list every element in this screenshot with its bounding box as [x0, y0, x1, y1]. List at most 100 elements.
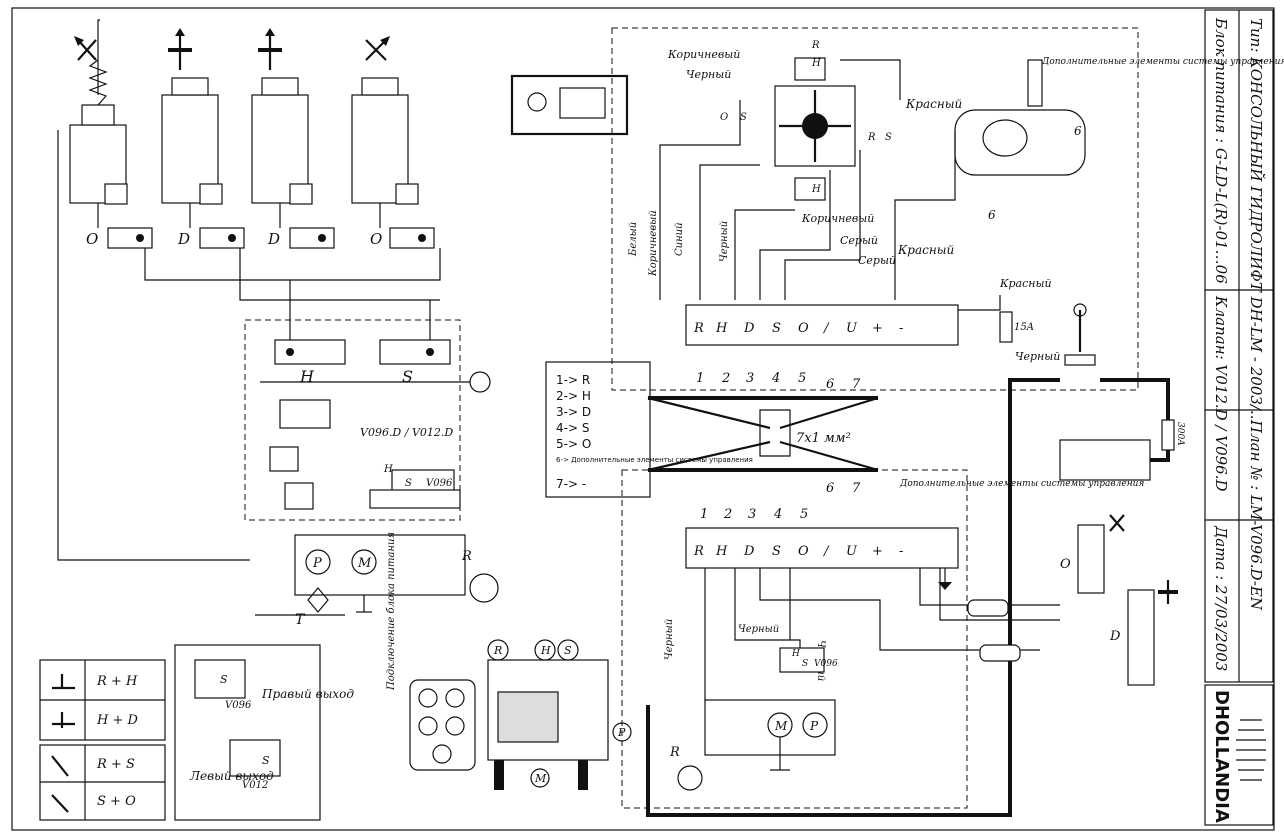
cyl-o: O — [1060, 557, 1071, 572]
label-6-mid: 6 — [988, 208, 996, 222]
valve-code: V096.D / V012.D — [360, 426, 453, 439]
map-3: 3-> D — [556, 405, 591, 419]
wire-blue: Синий — [674, 222, 685, 256]
hs-control-block: H S V096.D / V012.D — [244, 319, 491, 521]
date-label: Дата : 27/03/2003 — [1212, 525, 1230, 671]
wire-brown-2: Коричневый — [801, 212, 874, 225]
tilt-up-icon — [51, 794, 69, 813]
label-m: M — [357, 556, 372, 571]
num-top-2: 2 — [721, 371, 730, 386]
num-bot-4: 4 — [773, 507, 782, 522]
contact-s-right: S — [885, 132, 892, 143]
term-top-6: U — [846, 321, 858, 336]
label-s-3: S — [220, 673, 228, 686]
map-1: 1-> R — [556, 373, 590, 387]
wire-grey-2: Серый — [858, 254, 896, 267]
num-top-4: 4 — [771, 371, 780, 386]
lower-label-m: M — [774, 719, 788, 733]
term-top-5: / — [822, 321, 830, 336]
contact-h-bottom: H — [811, 184, 821, 195]
lower-s: S — [802, 659, 808, 669]
num-top-7: 7 — [852, 377, 861, 392]
label-p: P — [312, 556, 322, 571]
valve-outputs-box: S V096 Правый выход S V012 Левый выход — [174, 644, 354, 821]
lower-h: H — [791, 649, 800, 659]
term-top-8: - — [899, 321, 903, 336]
hydraulic-cylinders — [69, 59, 409, 204]
down-arrow-icon — [52, 712, 75, 728]
map-6: 6-> Дополнительные элементы системы упра… — [556, 456, 753, 464]
cable-numbers-top: 1 2 3 4 5 6 7 — [696, 371, 861, 392]
wire-black-2: Черный — [1015, 350, 1060, 363]
valve-letter-3: D — [267, 230, 280, 248]
type-label: Тип: КОНСОЛЬНЫЙ ГИДРОЛИФТ DH-LM - 2003/.… — [1247, 18, 1266, 424]
wire-white: Белый — [628, 222, 639, 257]
wire-red-2: Красный — [897, 243, 954, 257]
lower-v096: V096 — [814, 659, 838, 669]
main-cable: 7x1 мм² — [647, 396, 879, 472]
map-5: 5-> O — [556, 437, 591, 451]
term-bot-3: S — [772, 544, 781, 559]
label-s-2: S — [405, 478, 412, 489]
map-7: 7-> - — [556, 477, 586, 491]
fuse-300a: 300A — [1175, 422, 1185, 446]
term-bot-2: D — [743, 544, 755, 559]
v096-valve-drawing: V096 H S — [369, 464, 461, 509]
wire-black-3: Черный — [738, 624, 779, 635]
contact-o: O — [720, 112, 728, 123]
tilt-down-icon — [51, 755, 69, 777]
remote-control-top: Дополнительные элементы системы управлен… — [954, 57, 1284, 222]
term-bot-4: O — [798, 544, 809, 559]
bottom-right-cylinders: O D — [967, 514, 1178, 686]
terminal-strip-bottom: R H D S O / U + - — [685, 527, 959, 590]
wire-brown-1: Коричневый — [667, 48, 740, 61]
label-s-4: S — [262, 754, 270, 767]
term-top-7: + — [872, 321, 883, 336]
mapping-legend: 1-> R 2-> H 3-> D 4-> S 5-> O 6-> Дополн… — [545, 361, 753, 498]
directional-valves: O D D O — [86, 227, 435, 249]
contact-s-left: S — [740, 112, 747, 123]
connector-icon — [469, 573, 499, 603]
wire-black-1: Черный — [686, 68, 731, 81]
joystick-switch — [774, 85, 856, 167]
label-h: H — [299, 367, 315, 386]
battery-circuit: 15A 300A — [646, 303, 1185, 817]
label-t: T — [295, 612, 306, 628]
pu-label-r: R — [493, 644, 502, 657]
term-bot-6: U — [846, 544, 858, 559]
wiring-bottom — [704, 568, 1060, 700]
up-arrow-icon — [52, 674, 75, 690]
wire-black-v: Черный — [719, 221, 730, 262]
contact-h-top: H — [811, 58, 821, 69]
fuse-15a: 15A — [1014, 322, 1034, 333]
wire-red-1: Красный — [905, 97, 962, 111]
check-valves — [104, 183, 419, 205]
term-top-4: O — [798, 321, 809, 336]
map-2: 2-> H — [556, 389, 591, 403]
contact-r-right: R — [867, 132, 876, 143]
battery-icon — [1059, 439, 1151, 481]
term-top-3: S — [772, 321, 781, 336]
num-bot-6: 6 — [826, 481, 834, 496]
term-top-2: D — [743, 321, 755, 336]
title-block: Тип: КОНСОЛЬНЫЙ ГИДРОЛИФТ DH-LM - 2003/.… — [1204, 9, 1274, 826]
label-6-top: 6 — [1074, 124, 1082, 138]
label-s: S — [402, 367, 413, 386]
pu-label-m: M — [534, 772, 547, 785]
motion-icon-up-down-2 — [258, 28, 282, 70]
wire-black-v2: Черный — [664, 619, 675, 660]
pump-motor-unit: P M R T — [255, 534, 499, 628]
logo-stripes — [1236, 719, 1266, 781]
upper-control-enclosure — [611, 27, 1139, 391]
contact-r-top: R — [811, 40, 820, 51]
valve-label: Клапан: V012.D / V096.D — [1212, 295, 1230, 492]
brand-logo: DHOLLANDIA — [1211, 690, 1232, 823]
term-bot-8: - — [899, 544, 903, 559]
num-top-1: 1 — [696, 371, 704, 386]
term-top-0: R — [693, 321, 704, 336]
terminal-strip-top: R H D S O / U + - — [685, 304, 959, 346]
motion-icon-up-down — [168, 28, 192, 70]
num-top-6: 6 — [826, 377, 834, 392]
